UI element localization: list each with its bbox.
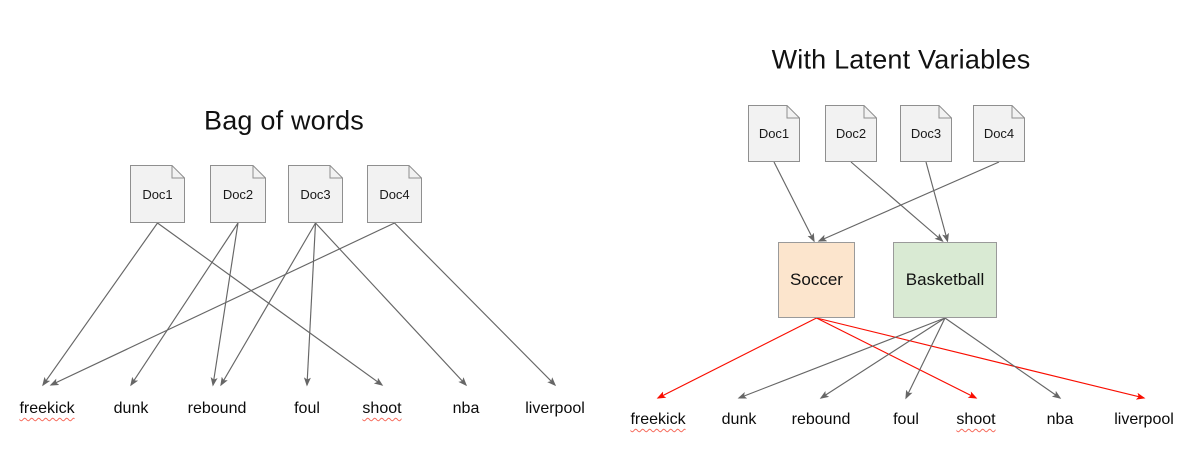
doc-node-rdoc1: Doc1 xyxy=(748,105,800,162)
document-icon xyxy=(130,165,185,223)
word-label-nba: nba xyxy=(452,400,480,417)
document-icon xyxy=(748,105,800,162)
edge-doc1-freekick xyxy=(42,222,158,387)
word-label-freekick: freekick xyxy=(19,400,75,417)
doc-label: Doc2 xyxy=(222,186,254,202)
doc-node-rdoc2: Doc2 xyxy=(825,105,877,162)
edge-doc4-liverpool xyxy=(394,222,557,387)
edge-soccer-rliverpool xyxy=(816,317,1146,400)
doc-label: Doc3 xyxy=(300,186,331,202)
edge-basketball-rfoul xyxy=(905,317,946,400)
word-label-liverpool: liverpool xyxy=(525,400,585,417)
document-icon xyxy=(210,165,266,223)
word-label-foul: foul xyxy=(893,411,919,428)
edge-rdoc4-soccer xyxy=(817,161,1000,242)
edge-rdoc1-soccer xyxy=(773,161,815,243)
topic-box-basketball: Basketball xyxy=(893,242,997,318)
word-label-shoot: shoot xyxy=(956,411,996,428)
doc-label: Doc4 xyxy=(983,126,1015,141)
word-label-dunk: dunk xyxy=(113,400,149,417)
document-icon xyxy=(973,105,1025,162)
edge-doc4-freekick xyxy=(49,222,395,386)
doc-node-rdoc4: Doc4 xyxy=(973,105,1025,162)
edge-doc2-dunk xyxy=(130,222,239,387)
edge-soccer-rfreekick xyxy=(656,317,817,399)
doc-label: Doc4 xyxy=(379,186,410,202)
word-label-shoot: shoot xyxy=(362,400,402,417)
word-label-nba: nba xyxy=(1046,411,1074,428)
word-label-rebound: rebound xyxy=(791,411,851,428)
edge-doc3-rebound xyxy=(220,222,316,387)
document-icon xyxy=(288,165,343,223)
doc-label: Doc1 xyxy=(142,186,173,202)
edge-rdoc2-basketball xyxy=(850,161,944,242)
word-label-foul: foul xyxy=(294,400,320,417)
edge-doc3-nba xyxy=(315,222,468,387)
doc-node-doc1: Doc1 xyxy=(130,165,185,223)
doc-node-doc4: Doc4 xyxy=(367,165,422,223)
edge-rdoc3-basketball xyxy=(925,161,949,243)
doc-label: Doc2 xyxy=(835,126,867,141)
edge-basketball-rrebound xyxy=(819,317,946,399)
doc-node-doc2: Doc2 xyxy=(210,165,266,223)
left-diagram-title: Bag of words xyxy=(204,105,364,136)
document-icon xyxy=(367,165,422,223)
word-label-freekick: freekick xyxy=(630,411,686,428)
edge-basketball-rnba xyxy=(944,317,1062,399)
doc-label: Doc3 xyxy=(910,126,942,141)
word-label-rebound: rebound xyxy=(187,400,247,417)
word-label-dunk: dunk xyxy=(721,411,757,428)
doc-label: Doc1 xyxy=(758,126,790,141)
document-icon xyxy=(900,105,952,162)
edge-doc1-shoot xyxy=(157,222,384,386)
right-diagram-title: With Latent Variables xyxy=(771,44,1031,75)
doc-node-doc3: Doc3 xyxy=(288,165,343,223)
edge-basketball-rdunk xyxy=(737,317,946,399)
edge-soccer-rshoot xyxy=(816,317,978,399)
word-label-liverpool: liverpool xyxy=(1114,411,1174,428)
edge-doc3-foul xyxy=(303,222,317,387)
document-icon xyxy=(825,105,877,162)
topic-box-soccer: Soccer xyxy=(778,242,855,318)
doc-node-rdoc3: Doc3 xyxy=(900,105,952,162)
edge-doc2-rebound xyxy=(210,222,239,387)
